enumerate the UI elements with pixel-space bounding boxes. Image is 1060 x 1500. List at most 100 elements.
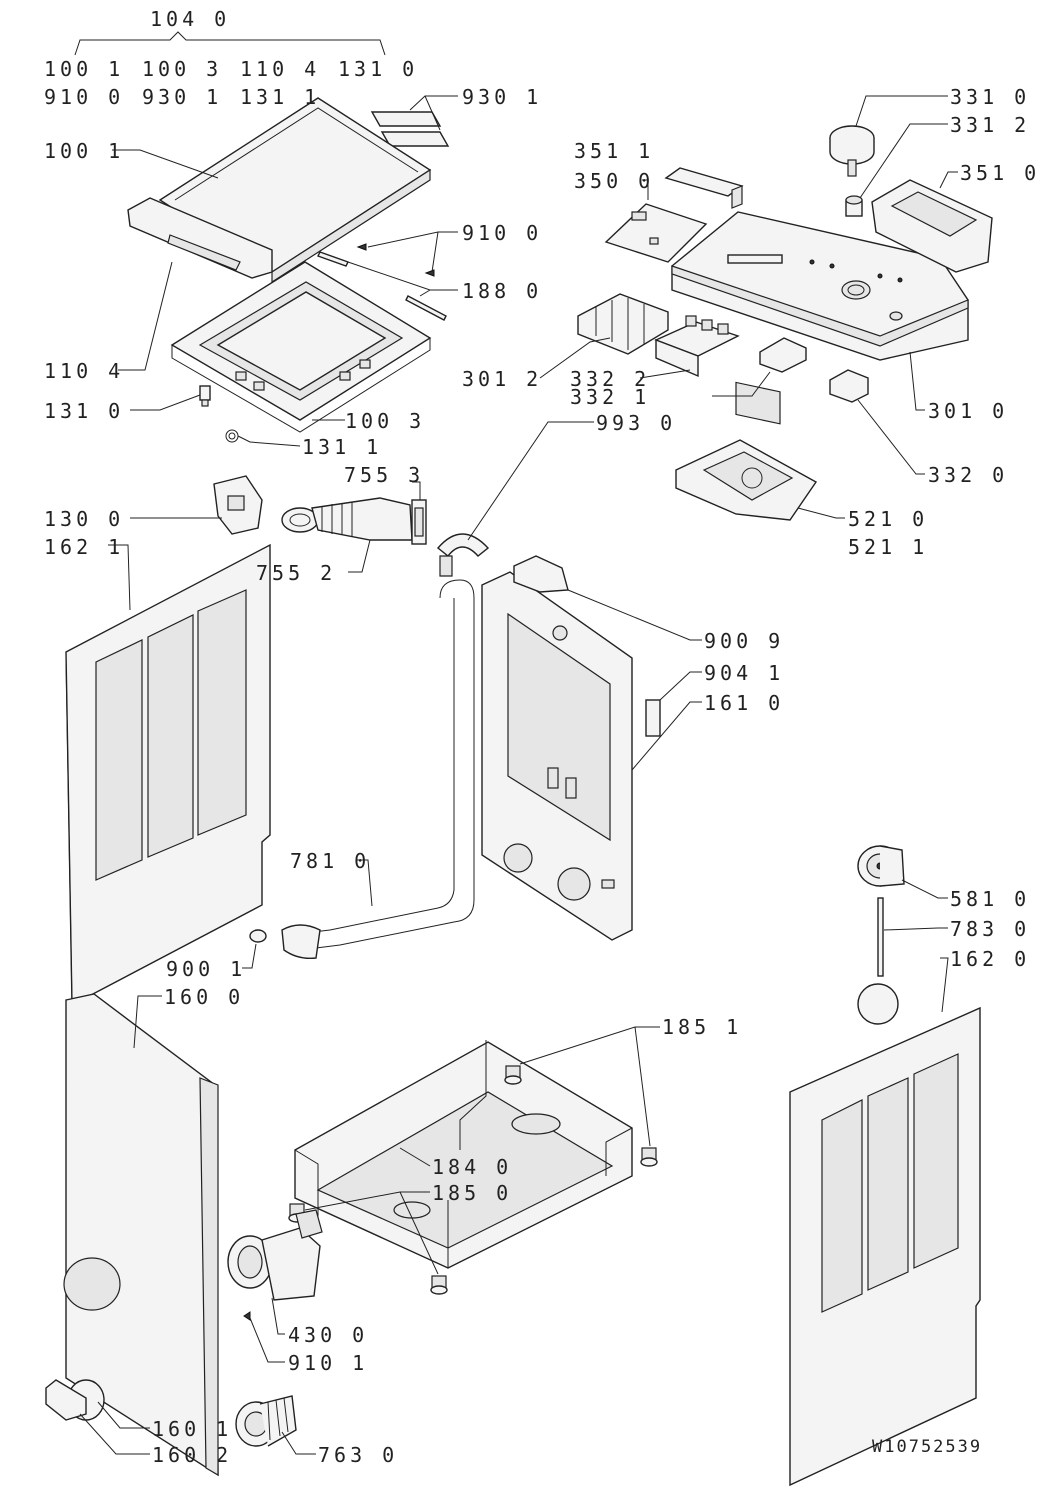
label-100-3: 100 3 xyxy=(345,409,426,433)
label-521-0: 521 0 xyxy=(848,507,929,531)
part-184-0-base-frame xyxy=(294,1040,633,1269)
part-993-0-hose-clip xyxy=(436,533,490,577)
leader-161-0 xyxy=(631,701,702,771)
part-301-2-dispenser-slide xyxy=(577,293,669,355)
leader-331-0 xyxy=(855,95,948,127)
label-910-0: 910 0 xyxy=(462,221,543,245)
leader-100-1 xyxy=(112,149,219,179)
part-110-4-handle xyxy=(127,197,273,279)
drawing-number: W10752539 xyxy=(872,1437,983,1457)
part-161-0-rear-panel xyxy=(481,571,633,941)
label-162-0: 162 0 xyxy=(950,947,1031,971)
leader-131-1 xyxy=(249,441,301,447)
part-160-0-front-panel xyxy=(63,993,219,1477)
part-763-0-filter xyxy=(235,1395,297,1447)
label-160-2: 160 2 xyxy=(152,1443,233,1467)
part-904-1-clip xyxy=(645,699,661,737)
leader-993-0 xyxy=(467,421,594,541)
leader-763-0 xyxy=(281,1431,316,1455)
leader-350-0 xyxy=(642,179,649,200)
label-900-9: 900 9 xyxy=(704,629,785,653)
leader-910-0 xyxy=(367,231,458,273)
leader-581-0 xyxy=(901,879,948,899)
part-185-1-feet xyxy=(504,1065,658,1167)
label-351-1: 351 1 xyxy=(574,139,655,163)
label-110-4-group: 110 4 xyxy=(240,57,321,81)
part-130-0-door-lock xyxy=(213,475,263,535)
label-160-1: 160 1 xyxy=(152,1417,233,1441)
part-332-2-buttons xyxy=(654,315,740,378)
part-131-0-switch xyxy=(199,385,211,407)
leader-110-4 xyxy=(118,261,173,371)
label-993-0: 993 0 xyxy=(596,411,677,435)
part-521-0-dispenser-housing xyxy=(675,439,818,521)
part-351-0-bracket xyxy=(871,179,993,273)
leader-162-0 xyxy=(940,957,949,1013)
label-100-1-group: 100 1 xyxy=(44,57,125,81)
label-521-1: 521 1 xyxy=(848,535,929,559)
label-755-2: 755 2 xyxy=(256,561,337,585)
leader-430-0 xyxy=(271,1297,285,1335)
part-160-2-cover-hinge xyxy=(45,1379,87,1421)
leader-331-2 xyxy=(859,123,948,199)
label-910-0-group: 910 0 xyxy=(44,85,125,109)
part-755-2-bellows-hose xyxy=(281,497,413,541)
leader-131-0 xyxy=(130,394,201,411)
part-910-1-screw xyxy=(243,1311,251,1321)
label-131-0: 131 0 xyxy=(44,399,125,423)
part-301-0-control-panel xyxy=(671,211,969,425)
leader-904-1 xyxy=(659,671,702,701)
part-332-1-button xyxy=(759,337,807,373)
label-331-2: 331 2 xyxy=(950,113,1031,137)
part-185-0-feet xyxy=(288,1203,448,1295)
label-161-0: 161 0 xyxy=(704,691,785,715)
leader-930-1 xyxy=(409,95,458,131)
part-581-0-pulley xyxy=(857,845,905,887)
label-930-1-group: 930 1 xyxy=(142,85,223,109)
leader-332-0 xyxy=(857,399,925,475)
label-332-0: 332 0 xyxy=(928,463,1009,487)
label-900-1: 900 1 xyxy=(166,957,247,981)
part-351-1-display-board xyxy=(664,167,744,209)
label-104-0: 104 0 xyxy=(150,7,231,31)
part-755-3-clip xyxy=(411,499,427,545)
leader-301-2 xyxy=(539,337,611,379)
leader-184-0 xyxy=(399,1147,431,1167)
label-332-2: 332 2 xyxy=(570,367,651,391)
part-350-0-control-board xyxy=(604,203,708,263)
leader-900-9 xyxy=(567,589,702,641)
leader-900-1 xyxy=(242,943,257,969)
part-783-0-rod xyxy=(877,897,884,977)
part-781-0-drain-hose xyxy=(281,579,475,960)
part-100-3-top-frame xyxy=(170,261,432,433)
part-430-0-drain-pump xyxy=(227,1209,323,1301)
label-185-1: 185 1 xyxy=(662,1015,743,1039)
leader-783-0 xyxy=(883,927,948,931)
leader-301-0 xyxy=(909,351,925,411)
label-763-0: 763 0 xyxy=(318,1443,399,1467)
part-131-1-spring xyxy=(225,429,251,443)
label-430-0: 430 0 xyxy=(288,1323,369,1347)
label-160-0: 160 0 xyxy=(164,985,245,1009)
label-131-1: 131 1 xyxy=(302,435,383,459)
leader-781-0 xyxy=(356,859,373,907)
part-900-1-clamp xyxy=(249,929,267,943)
part-162-1-left-side-panel xyxy=(65,543,271,1007)
leader-351-0 xyxy=(939,171,958,189)
part-332-0-button xyxy=(829,369,869,403)
leader-755-2 xyxy=(348,539,371,573)
part-162-0-right-side-panel xyxy=(789,1006,981,1487)
leader-910-1 xyxy=(249,1317,285,1363)
label-755-3: 755 3 xyxy=(344,463,425,487)
label-332-1: 332 1 xyxy=(570,385,651,409)
label-781-0: 781 0 xyxy=(290,849,371,873)
leader-162-1 xyxy=(108,544,131,611)
leader-188-0 xyxy=(347,261,458,297)
label-130-0: 130 0 xyxy=(44,507,125,531)
part-910-0-screws xyxy=(356,243,435,277)
label-581-0: 581 0 xyxy=(950,887,1031,911)
label-110-4: 110 4 xyxy=(44,359,125,383)
label-100-1: 100 1 xyxy=(44,139,125,163)
